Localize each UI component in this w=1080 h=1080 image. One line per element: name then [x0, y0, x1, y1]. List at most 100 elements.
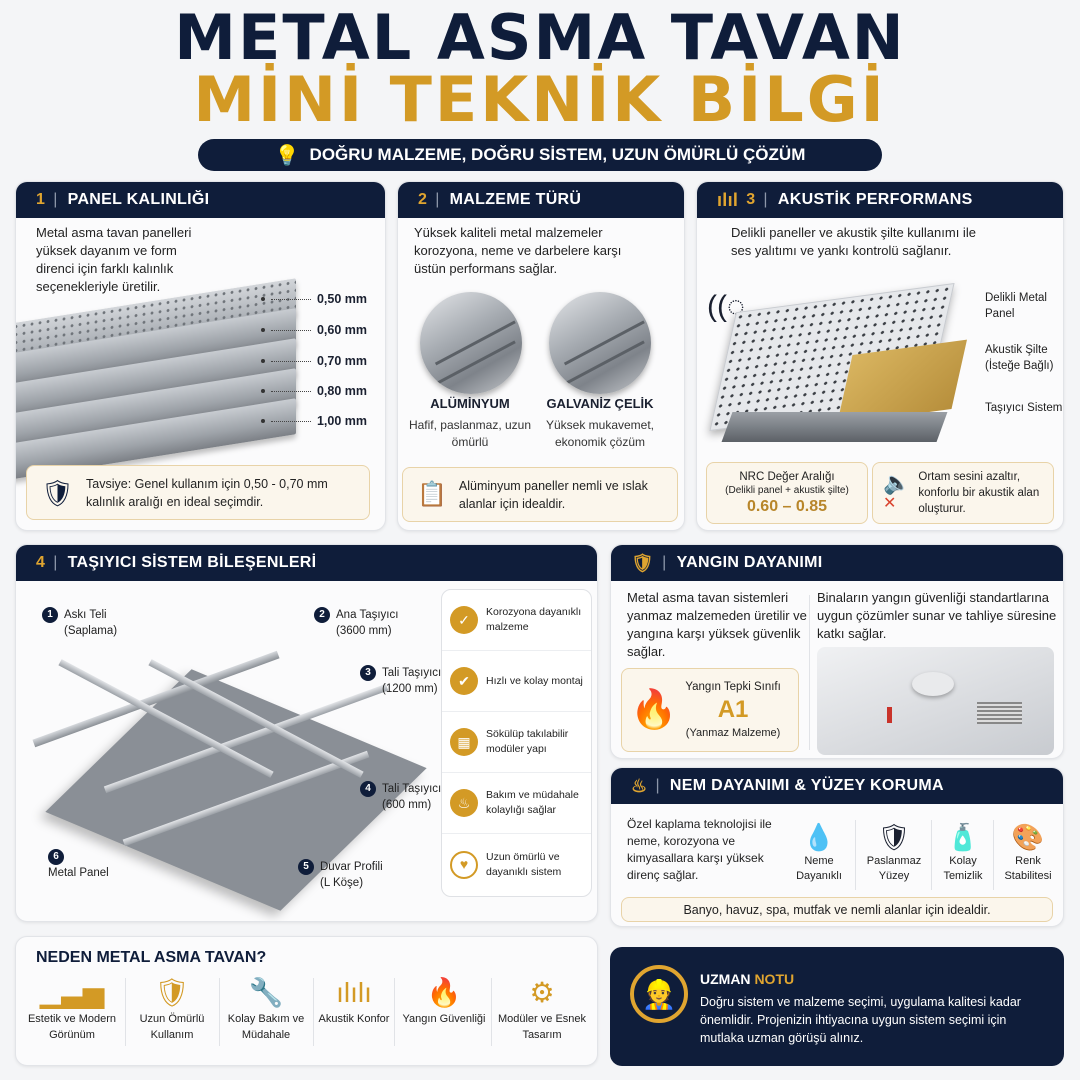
- material-desc: Yüksek mukavemet, ekonomik çözüm: [545, 418, 655, 449]
- material-type-card: 2 | MALZEME TÜRÜ Yüksek kaliteli metal m…: [397, 181, 685, 531]
- fire-text-left: Metal asma tavan sistemleri yanmaz malze…: [627, 590, 807, 659]
- why-item: ▁▃▅Estetik ve Modern Görünüm: [22, 975, 122, 1043]
- acoustic-panel-illustration: [709, 282, 967, 447]
- moisture-feature: 💧Neme Dayanıklı: [787, 820, 851, 884]
- fire-text-right: Binaların yangın güvenliği standartların…: [817, 590, 1057, 641]
- feature-item: ♨Bakım ve müdahale kolaylığı sağlar: [442, 773, 591, 834]
- card-title: TAŞIYICI SİSTEM BİLEŞENLERİ: [67, 554, 317, 571]
- card-header: 4 | TAŞIYICI SİSTEM BİLEŞENLERİ: [16, 545, 597, 581]
- thickness-label: 0,70 mm: [316, 354, 367, 368]
- thickness-label: 0,80 mm: [316, 384, 367, 398]
- panel-stack-illustration: [16, 278, 296, 482]
- component-label: Delikli Metal Panel: [985, 292, 1047, 320]
- bar-chart-icon: ▁▃▅: [39, 977, 105, 1008]
- why-item: 🔥Yangın Güvenliği: [394, 975, 494, 1027]
- expert-title: UZMAN NOTU: [700, 971, 795, 987]
- card-title: NEM DAYANIMI & YÜZEY KORUMA: [669, 777, 944, 794]
- feature-item: ✓Korozyona dayanıklı malzeme: [442, 590, 591, 651]
- moisture-feature: 🎨Renk Stabilitesi: [995, 820, 1061, 884]
- lightbulb-icon: 💡: [274, 144, 300, 167]
- main-title: METAL ASMA TAVAN: [174, 1, 906, 74]
- flame-icon: ♨: [450, 789, 478, 817]
- water-drop-icon: 💧: [802, 822, 836, 852]
- card-title: YANGIN DAYANIMI: [676, 554, 823, 571]
- sub-title: MİNİ TEKNİK BİLGİ: [193, 63, 887, 136]
- flame-drop-icon: ♨: [631, 775, 648, 796]
- why-item: ⚙Modüler ve Esnek Tasarım: [492, 975, 592, 1043]
- galvanized-steel-sample-image: [549, 292, 651, 394]
- moisture-feature: 🧴Kolay Temizlik: [933, 820, 993, 884]
- heart-shield-icon: ♥: [450, 850, 478, 879]
- flame-icon: 🔥: [426, 977, 462, 1008]
- tools-icon: 🔧: [248, 977, 284, 1008]
- card-title: MALZEME TÜRÜ: [449, 191, 582, 208]
- module-icon: ▦: [450, 728, 478, 756]
- expert-note-card: 👷 UZMAN NOTU Doğru sistem ve malzeme seç…: [610, 947, 1064, 1066]
- shield-check-icon: ✓: [450, 606, 478, 634]
- card-header: 🛡 | YANGIN DAYANIMI: [611, 545, 1063, 581]
- sound-wave-icon: ılılı: [336, 977, 372, 1008]
- moisture-feature: 🛡Paslanmaz Yüzey: [857, 820, 931, 884]
- carrier-feature-list: ✓Korozyona dayanıklı malzeme ✔Hızlı ve k…: [441, 589, 592, 897]
- card-title: PANEL KALINLIĞI: [67, 191, 210, 208]
- component-label: Taşıyıcı Sistem: [985, 402, 1063, 414]
- feature-item: ▦Sökülüp takılabilir modüler yapı: [442, 712, 591, 773]
- moisture-description: Özel kaplama teknolojisi ile neme, koroz…: [627, 817, 772, 882]
- thickness-label: 0,60 mm: [316, 323, 367, 337]
- component-label: Akustik Şilte (İsteğe Bağlı): [985, 344, 1054, 372]
- why-item: 🔧Kolay Bakım ve Müdahale: [216, 975, 316, 1043]
- card-description: Metal asma tavan panelleri yüksek dayanı…: [36, 225, 192, 294]
- palette-icon: 🎨: [1011, 822, 1045, 852]
- fire-class-box: 🔥 Yangın Tepki Sınıfı A1 (Yanmaz Malzeme…: [621, 668, 799, 752]
- shield-check-icon: 🛡: [631, 552, 655, 573]
- nrc-box: NRC Değer Aralığı (Delikli panel + akust…: [706, 462, 868, 524]
- fire-resistance-card: 🛡 | YANGIN DAYANIMI Metal asma tavan sis…: [610, 544, 1064, 759]
- material-name: ALÜMİNYUM: [430, 396, 510, 411]
- material-name: GALVANİZ ÇELİK: [546, 396, 654, 411]
- card-header: ♨ | NEM DAYANIMI & YÜZEY KORUMA: [611, 768, 1063, 804]
- shield-check-icon: 🛡: [41, 477, 75, 508]
- why-item: 🛡Uzun Ömürlü Kullanım: [122, 975, 222, 1043]
- feature-item: ✔Hızlı ve kolay montaj: [442, 651, 591, 712]
- spray-bottle-icon: 🧴: [946, 822, 980, 852]
- nrc-value: 0.60 – 0.85: [746, 497, 828, 515]
- clipboard-icon: 📋: [417, 480, 447, 508]
- shield-check-icon: 🛡: [154, 977, 190, 1008]
- thickness-label: 1,00 mm: [316, 414, 367, 428]
- sound-wave-icon: ılıl: [717, 189, 739, 210]
- feature-item: ♥Uzun ömürlü ve dayanıklı sistem: [442, 834, 591, 895]
- panel-thickness-card: 1 | PANEL KALINLIĞI Metal asma tavan pan…: [15, 181, 386, 531]
- acoustic-card: ılıl 3 | AKUSTİK PERFORMANS Delikli pane…: [696, 181, 1064, 531]
- benefit-box: 🔈✕ Ortam sesini azaltır, konforlu bir ak…: [872, 462, 1054, 524]
- speaker-mute-icon: 🔈✕: [883, 469, 911, 512]
- expert-text: Doğru sistem ve malzeme seçimi, uygulama…: [700, 995, 1021, 1045]
- card-header: 1 | PANEL KALINLIĞI: [16, 182, 385, 218]
- note-box: 📋 Alüminyum paneller nemli ve ıslak alan…: [402, 467, 678, 522]
- badge-check-icon: ✔: [450, 667, 478, 695]
- ceiling-smoke-detector-photo: [817, 647, 1054, 755]
- material-desc: Hafif, paslanmaz, uzun ömürlü: [408, 418, 532, 449]
- aluminium-sample-image: [420, 292, 522, 394]
- fire-class-value: A1: [717, 696, 749, 723]
- tagline-text: DOĞRU MALZEME, DOĞRU SİSTEM, UZUN ÖMÜRLÜ…: [309, 145, 806, 164]
- gear-icon: ⚙: [529, 977, 555, 1008]
- shield-check-icon: 🛡: [877, 822, 911, 852]
- card-header: 2 | MALZEME TÜRÜ: [398, 182, 684, 218]
- thickness-label: 0,50 mm: [316, 292, 367, 306]
- card-title: AKUSTİK PERFORMANS: [777, 191, 973, 208]
- flame-shield-icon: 🔥: [630, 689, 678, 731]
- tip-box: 🛡 Tavsiye: Genel kullanım için 0,50 - 0,…: [26, 465, 370, 520]
- why-card: NEDEN METAL ASMA TAVAN?: [15, 936, 598, 1066]
- engineer-helmet-icon: 👷: [630, 965, 688, 1023]
- why-title: NEDEN METAL ASMA TAVAN?: [36, 949, 267, 966]
- moisture-card: ♨ | NEM DAYANIMI & YÜZEY KORUMA Özel kap…: [610, 767, 1064, 927]
- tagline-banner: 💡 DOĞRU MALZEME, DOĞRU SİSTEM, UZUN ÖMÜR…: [198, 139, 882, 171]
- card-description: Yüksek kaliteli metal malzemeler korozyo…: [414, 225, 622, 276]
- moisture-footer: Banyo, havuz, spa, mutfak ve nemli alanl…: [621, 897, 1053, 922]
- card-description: Delikli paneller ve akustik şilte kullan…: [731, 225, 976, 258]
